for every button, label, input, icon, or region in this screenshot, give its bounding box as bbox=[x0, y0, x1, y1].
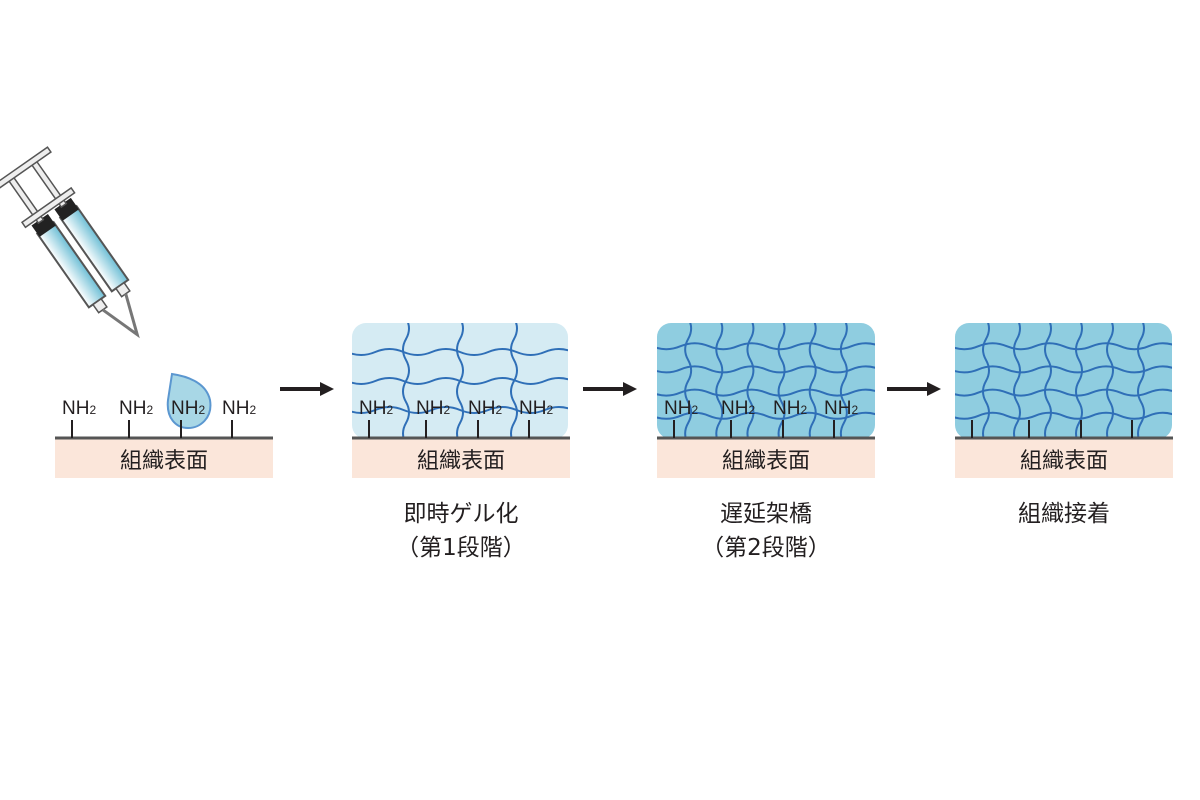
tissue-label: 組織表面 bbox=[722, 449, 810, 474]
crosslink-strand bbox=[510, 323, 518, 439]
amine-label-main: NH bbox=[222, 398, 249, 419]
tissue-label: 組織表面 bbox=[417, 449, 505, 474]
crosslink-strand bbox=[839, 323, 848, 439]
amine-label: NH2 bbox=[119, 398, 153, 419]
network-dense bbox=[657, 323, 875, 439]
amine-label-sub: 2 bbox=[89, 403, 96, 417]
polymer-strand bbox=[955, 342, 1172, 351]
amine-label-main: NH bbox=[62, 398, 89, 419]
arrow-1 bbox=[280, 382, 334, 396]
amine-label-sub: 2 bbox=[443, 403, 450, 417]
crosslink-strand bbox=[715, 323, 724, 439]
amine-label-main: NH bbox=[359, 398, 386, 419]
polymer-strand bbox=[955, 411, 1172, 420]
tissue-surface bbox=[352, 438, 570, 478]
amine-label-main: NH bbox=[468, 398, 495, 419]
tissue-label: 組織表面 bbox=[1020, 449, 1108, 474]
polymer-strand bbox=[657, 342, 875, 351]
gel-droplet bbox=[166, 372, 212, 430]
amine-label-sub: 2 bbox=[800, 403, 807, 417]
polymer-strand bbox=[657, 411, 875, 420]
amine-label: NH2 bbox=[773, 398, 807, 419]
arrow-3 bbox=[887, 382, 941, 396]
polymer-strand bbox=[955, 365, 1172, 374]
crosslink-strand bbox=[1106, 323, 1114, 439]
step-caption: 即時ゲル化 bbox=[404, 501, 519, 527]
amine-label-sub: 2 bbox=[748, 403, 755, 417]
amine-label-sub: 2 bbox=[386, 403, 393, 417]
gel-dense bbox=[657, 323, 875, 439]
amine-label-main: NH bbox=[824, 398, 851, 419]
crosslink-strand bbox=[1044, 323, 1052, 439]
amine-label-sub: 2 bbox=[495, 403, 502, 417]
amine-label-main: NH bbox=[664, 398, 691, 419]
crosslink-strand bbox=[1075, 323, 1083, 439]
amine-label-sub: 2 bbox=[851, 403, 858, 417]
amine-label: NH2 bbox=[416, 398, 450, 419]
amine-label-sub: 2 bbox=[546, 403, 553, 417]
amine-label-sub: 2 bbox=[691, 403, 698, 417]
crosslink-strand bbox=[1013, 323, 1021, 439]
crosslink-strand bbox=[1137, 323, 1145, 439]
amine-label-sub: 2 bbox=[146, 403, 153, 417]
double-syringe-icon bbox=[0, 146, 140, 339]
crosslink-strand bbox=[684, 323, 693, 439]
gel-adhered bbox=[955, 323, 1172, 439]
amine-label: NH2 bbox=[468, 398, 502, 419]
tissue-surface bbox=[955, 438, 1173, 478]
polymer-strand bbox=[352, 348, 568, 356]
polymer-strand bbox=[657, 388, 875, 397]
crosslink-strand bbox=[777, 323, 786, 439]
tissue-label: 組織表面 bbox=[120, 449, 208, 474]
arrow-2 bbox=[583, 382, 637, 396]
crosslink-strand bbox=[746, 323, 755, 439]
amine-label-main: NH bbox=[171, 398, 198, 419]
amine-label-sub: 2 bbox=[198, 403, 205, 417]
amine-label: NH2 bbox=[222, 398, 256, 419]
amine-label: NH2 bbox=[824, 398, 858, 419]
step-caption: （第1段階） bbox=[396, 535, 526, 561]
amine-label: NH2 bbox=[519, 398, 553, 419]
amine-label-main: NH bbox=[519, 398, 546, 419]
amine-label: NH2 bbox=[721, 398, 755, 419]
step-caption: （第2段階） bbox=[701, 535, 831, 561]
crosslink-strand bbox=[808, 323, 817, 439]
amine-label: NH2 bbox=[359, 398, 393, 419]
crosslink-strand bbox=[402, 323, 410, 439]
amine-label: NH2 bbox=[62, 398, 96, 419]
polymer-strand bbox=[657, 365, 875, 374]
crosslink-strand bbox=[456, 323, 464, 439]
amine-label-sub: 2 bbox=[249, 403, 256, 417]
network-loose bbox=[352, 323, 568, 439]
crosslink-strand bbox=[982, 323, 990, 439]
network-adhered bbox=[955, 323, 1172, 439]
amine-label-main: NH bbox=[416, 398, 443, 419]
polymer-strand bbox=[955, 388, 1172, 397]
tissue-surface bbox=[657, 438, 875, 478]
step-caption: 組織接着 bbox=[1018, 501, 1110, 527]
amine-label: NH2 bbox=[664, 398, 698, 419]
step-caption: 遅延架橋 bbox=[720, 501, 812, 527]
amine-label-main: NH bbox=[119, 398, 146, 419]
amine-label-main: NH bbox=[721, 398, 748, 419]
polymer-strand bbox=[352, 406, 568, 414]
amine-label-main: NH bbox=[773, 398, 800, 419]
tissue-surface bbox=[55, 438, 273, 478]
amine-label: NH2 bbox=[171, 398, 205, 419]
